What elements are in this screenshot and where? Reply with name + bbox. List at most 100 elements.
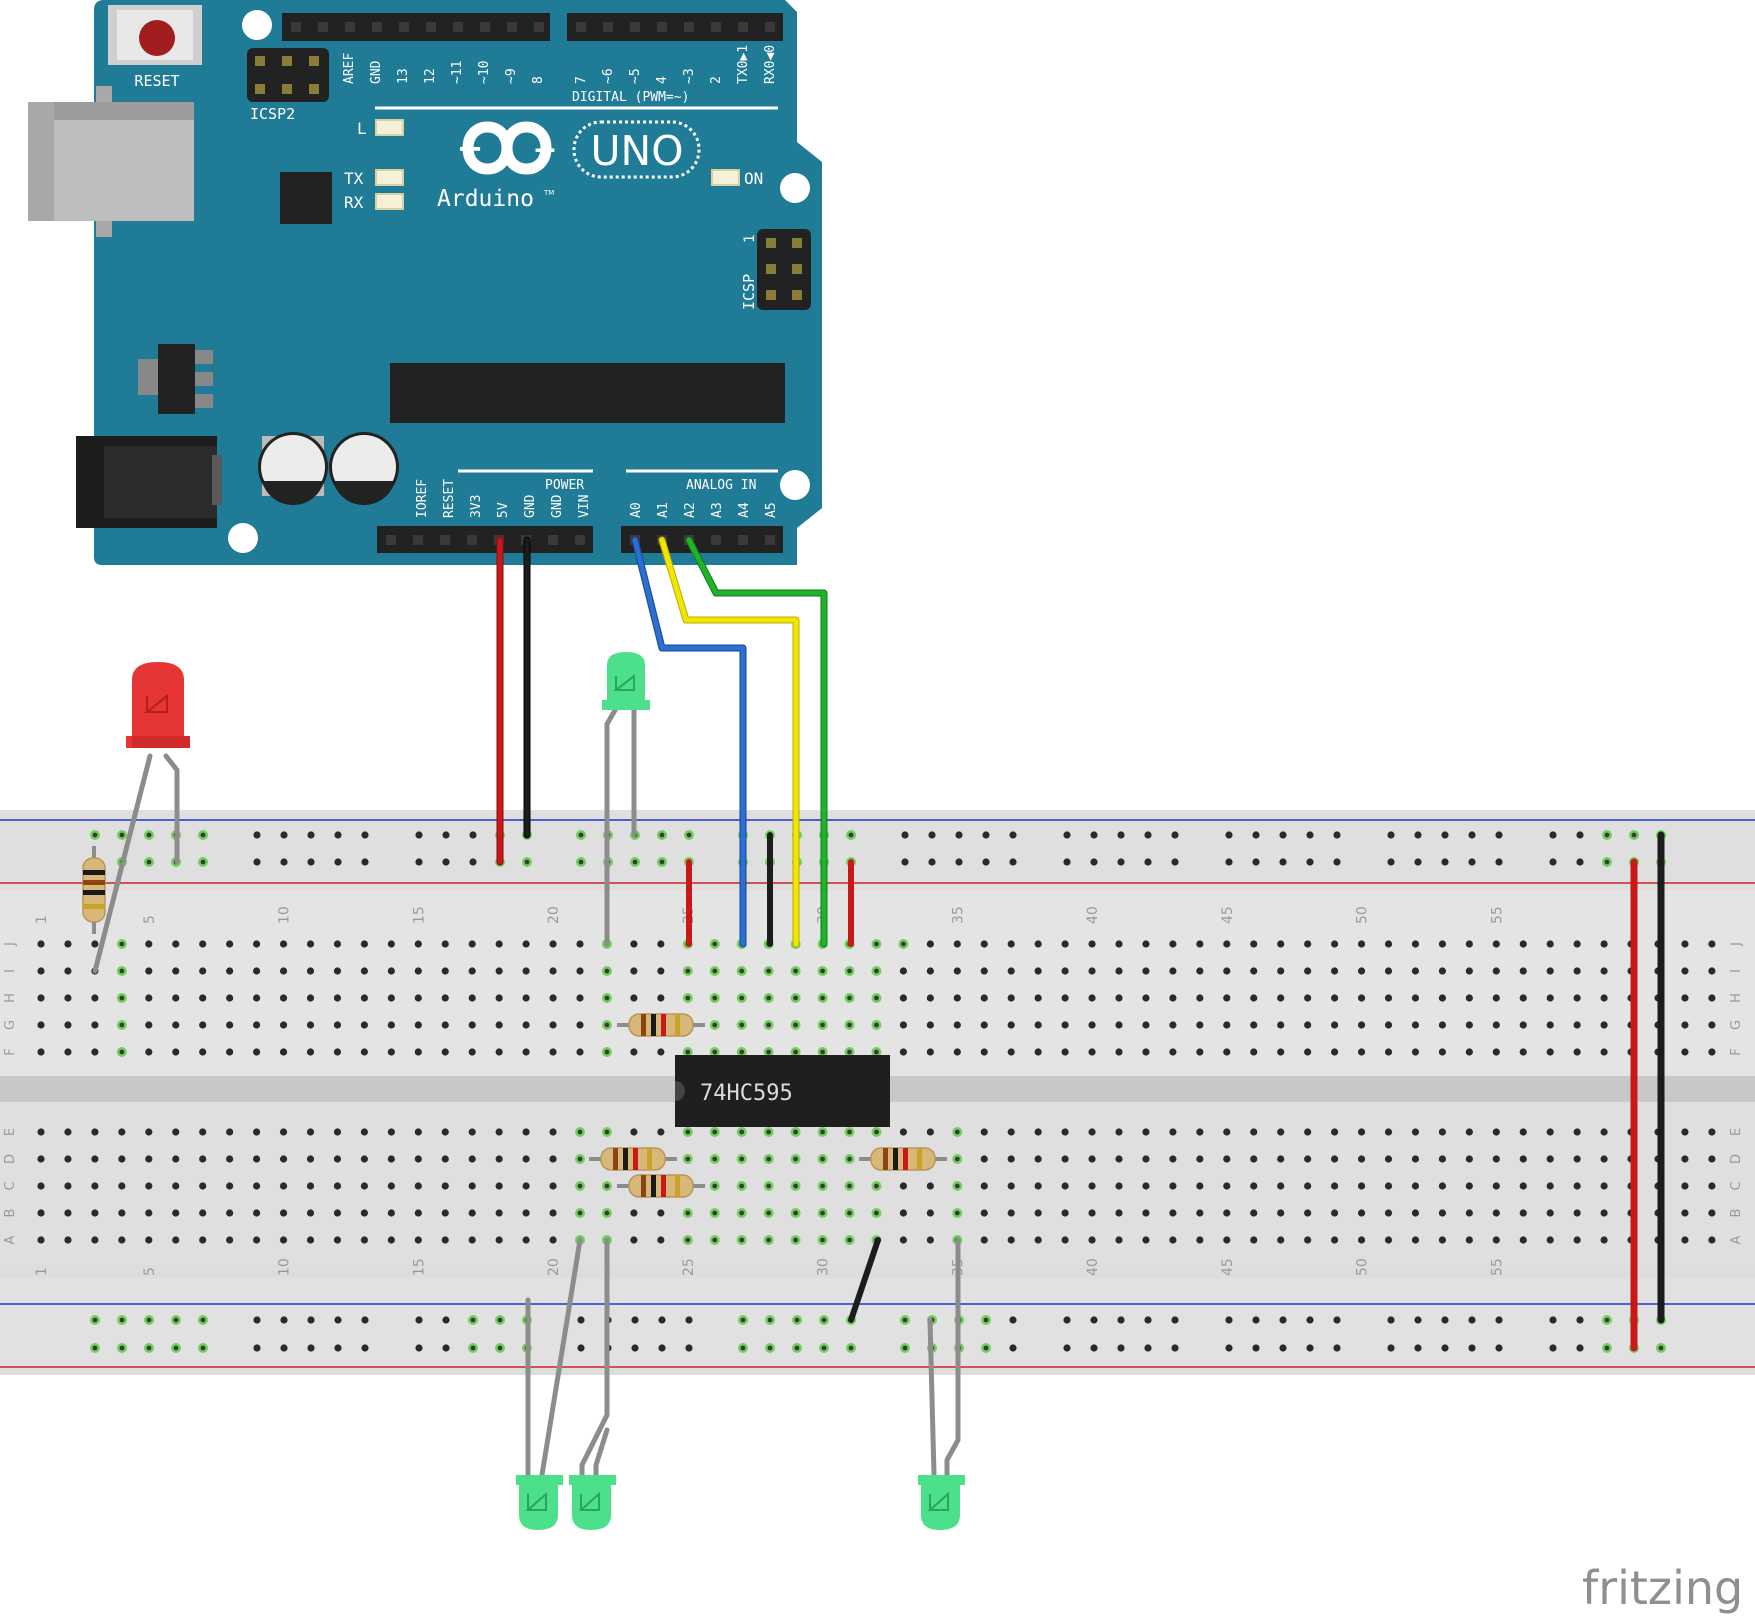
breadboard-hole — [928, 831, 936, 839]
breadboard-hole — [145, 1021, 153, 1029]
breadboard-hole — [387, 1021, 395, 1029]
breadboard-hole-center — [740, 1345, 746, 1351]
breadboard-hole — [1411, 1155, 1420, 1163]
breadboard-hole — [1492, 994, 1500, 1002]
breadboard-hole — [1142, 1048, 1150, 1056]
breadboard-hole — [307, 1344, 315, 1352]
breadboard-hole — [576, 940, 584, 948]
breadboard-hole — [1384, 1182, 1393, 1190]
breadboard-hole — [37, 1155, 45, 1163]
breadboard-hole-center — [766, 1129, 772, 1135]
logo-plus: + — [532, 133, 557, 168]
breadboard-hole-center — [712, 1022, 718, 1028]
breadboard-hole — [91, 940, 99, 948]
breadboard-hole — [37, 967, 45, 975]
breadboard-hole — [441, 1021, 449, 1029]
breadboard-hole — [414, 1182, 422, 1190]
breadboard-hole — [1411, 1048, 1420, 1056]
breadboard-hole — [1169, 994, 1177, 1002]
breadboard-hole — [1196, 1182, 1204, 1190]
breadboard-hole — [1144, 1344, 1152, 1352]
breadboard-hole — [118, 1236, 126, 1244]
shift-register-chip: 74HC595 — [675, 1055, 890, 1127]
breadboard-hole — [1333, 858, 1341, 866]
breadboard-hole — [1007, 1209, 1015, 1217]
breadboard-hole — [1007, 1155, 1015, 1163]
header-pin — [480, 22, 490, 32]
breadboard-hole — [1009, 831, 1017, 839]
breadboard-hole — [1009, 1316, 1017, 1324]
breadboard-hole-center — [766, 968, 772, 974]
breadboard-hole-center — [874, 968, 879, 974]
breadboard-hole-center — [902, 1317, 908, 1323]
breadboard-hole — [1600, 1021, 1608, 1029]
breadboard-hole-center — [1604, 1317, 1610, 1323]
breadboard-hole-center — [954, 1156, 960, 1162]
breadboard-hole — [576, 1021, 584, 1029]
breadboard-hole — [1414, 831, 1422, 839]
resistor — [617, 1174, 705, 1198]
led-rx-label: RX — [344, 193, 364, 212]
resistor — [82, 846, 106, 934]
breadboard-hole — [630, 1236, 638, 1244]
pin-label: A2 — [683, 502, 698, 518]
breadboard-hole — [1142, 1236, 1150, 1244]
breadboard-hole-center — [577, 1183, 583, 1189]
breadboard-hole — [226, 1021, 234, 1029]
green-led — [569, 1475, 616, 1530]
breadboard-hole-center — [92, 832, 98, 838]
breadboard-hole-center — [712, 1156, 718, 1162]
breadboard-hole — [1414, 858, 1422, 866]
breadboard-hole — [253, 967, 261, 975]
breadboard-hole — [522, 940, 530, 948]
pin-label: 5V — [496, 502, 511, 518]
breadboard-hole — [1304, 1209, 1312, 1217]
led-rx — [375, 193, 404, 210]
breadboard-hole — [360, 994, 368, 1002]
breadboard-hole — [926, 1128, 934, 1136]
breadboard-hole — [414, 967, 422, 975]
breadboard-hole — [1252, 858, 1260, 866]
breadboard-hole-center — [200, 832, 206, 838]
capacitor — [329, 432, 399, 506]
breadboard-hole — [333, 1209, 342, 1217]
uno-badge — [572, 120, 701, 179]
breadboard-hole — [1465, 1155, 1473, 1163]
breadboard-hole — [361, 1316, 369, 1324]
column-number: 35 — [950, 906, 966, 924]
breadboard-hole — [468, 1236, 476, 1244]
breadboard-hole — [1250, 1155, 1258, 1163]
breadboard-hole — [172, 1209, 180, 1217]
breadboard-hole — [1304, 1236, 1312, 1244]
breadboard-hole — [1681, 1209, 1689, 1217]
breadboard-hole — [145, 1236, 153, 1244]
breadboard-hole — [468, 967, 476, 975]
breadboard-hole-center — [847, 1183, 852, 1189]
breadboard-hole — [1411, 1182, 1420, 1190]
breadboard-hole-center — [793, 968, 798, 974]
breadboard-hole — [253, 1236, 261, 1244]
row-letter: H — [3, 993, 18, 1003]
breadboard-hole — [1331, 994, 1339, 1002]
breadboard-hole — [522, 1182, 530, 1190]
breadboard-hole — [1387, 1316, 1395, 1324]
breadboard-hole — [387, 1236, 395, 1244]
reset-button[interactable] — [108, 5, 202, 65]
breadboard-hole — [1411, 994, 1420, 1002]
breadboard-hole — [226, 967, 234, 975]
breadboard-hole — [1279, 858, 1287, 866]
breadboard-hole — [1441, 1316, 1449, 1324]
breadboard-hole-center — [659, 859, 665, 865]
breadboard-hole-center — [92, 1345, 98, 1351]
breadboard-hole — [360, 1048, 368, 1056]
breadboard-hole — [226, 1128, 234, 1136]
pin-label: ~5 — [628, 68, 643, 84]
breadboard-hole — [980, 1128, 988, 1136]
breadboard-hole — [1546, 1182, 1554, 1190]
breadboard-hole — [1384, 1236, 1393, 1244]
breadboard-hole — [226, 1236, 234, 1244]
breadboard-hole — [1357, 1182, 1366, 1190]
breadboard-hole — [1465, 940, 1473, 948]
breadboard-hole — [1441, 858, 1449, 866]
breadboard-hole — [1061, 940, 1069, 948]
